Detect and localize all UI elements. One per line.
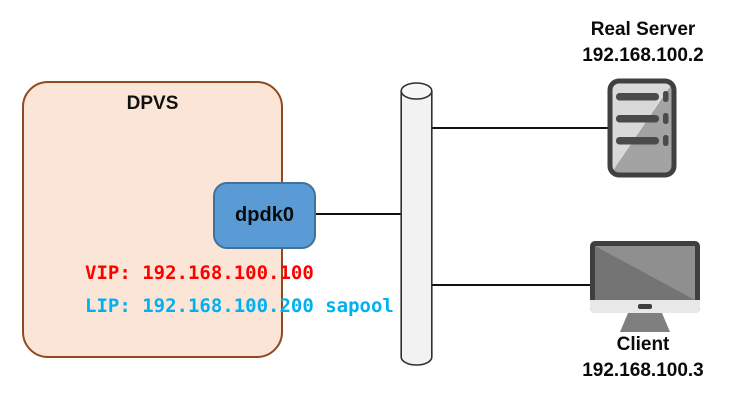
network-bus-cylinder bbox=[400, 81, 433, 367]
client-label: Client 192.168.100.3 bbox=[548, 332, 733, 384]
real-server-ip: 192.168.100.2 bbox=[582, 45, 704, 66]
client-ip: 192.168.100.3 bbox=[582, 360, 704, 381]
nic-box-dpdk0: dpdk0 bbox=[213, 182, 316, 249]
cylinder-shape bbox=[400, 82, 433, 366]
dpvs-label: DPVS bbox=[126, 93, 179, 114]
server-icon bbox=[607, 78, 677, 178]
real-server-label: Real Server 192.168.100.2 bbox=[548, 17, 733, 69]
vip-address-text: VIP: 192.168.100.100 bbox=[85, 262, 314, 284]
server-icon-shape bbox=[607, 78, 677, 178]
real-server-title: Real Server bbox=[590, 19, 696, 40]
monitor-icon-shape bbox=[590, 241, 700, 332]
nic-label: dpdk0 bbox=[235, 204, 294, 226]
lip-address-text: LIP: 192.168.100.200 sapool bbox=[85, 295, 394, 317]
monitor-icon bbox=[590, 241, 700, 332]
client-title: Client bbox=[616, 334, 670, 355]
